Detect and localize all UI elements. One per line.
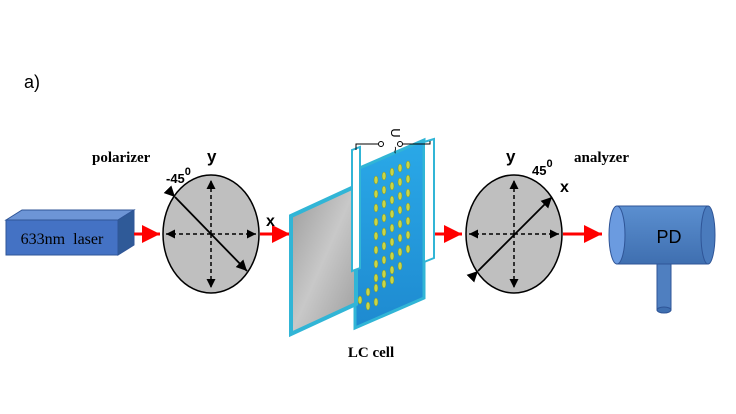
terminal-right [397, 141, 403, 147]
lc-cell-label: LC cell [348, 345, 394, 361]
analyzer-label: analyzer [574, 150, 629, 166]
detector-label: PD [656, 227, 681, 247]
lc-cell: U ~ LC cell [289, 128, 435, 361]
analyzer-angle-degree: 0 [546, 158, 552, 170]
polarizer-angle: -450 [166, 166, 191, 186]
lc-molecules [357, 160, 411, 311]
photodetector: PD [608, 205, 716, 314]
polarizer-axis-y: y [207, 147, 217, 166]
detector-stem [656, 261, 672, 311]
polarizer-transmission-axis [163, 185, 248, 272]
electrode-wire [355, 143, 378, 150]
analyzer-transmission-axis [466, 196, 553, 283]
polarizer-axis-x: x [266, 213, 275, 230]
terminal-left [378, 141, 384, 147]
polarizer-angle-degree: 0 [185, 166, 191, 178]
polarizer-label: polarizer [92, 150, 151, 166]
laser-source: 633nm laser [4, 209, 136, 256]
polarizer: polarizer y x -450 [92, 147, 275, 294]
analyzer: analyzer y x 450 [465, 147, 629, 294]
analyzer-angle-value: 45 [532, 163, 546, 178]
panel-label: a) [24, 72, 40, 92]
laser-label: 633nm laser [21, 231, 104, 248]
electrode-wire-right [402, 141, 431, 145]
voltage-tilde: ~ [388, 146, 403, 154]
detector-body [616, 205, 709, 265]
analyzer-axis-x: x [560, 179, 569, 196]
polarizer-angle-value: -45 [166, 171, 185, 186]
analyzer-axis-y: y [506, 147, 516, 166]
voltage-symbol: U [388, 128, 403, 137]
analyzer-angle: 450 [532, 158, 553, 178]
detector-aperture [608, 205, 626, 265]
